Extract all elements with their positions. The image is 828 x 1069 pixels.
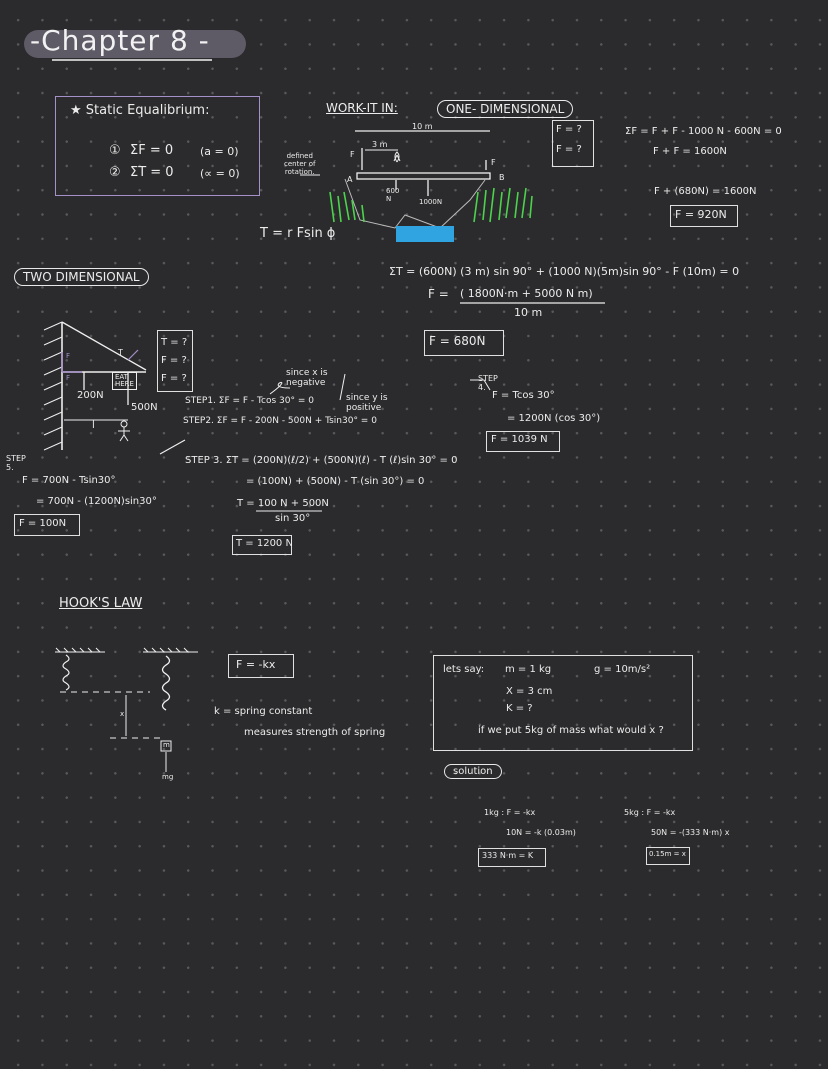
- tension-t: T: [118, 348, 123, 357]
- step-1: STEP1. ΣF = F - Tcos 30° = 0: [185, 396, 314, 406]
- t-answer: T = 1200 N: [236, 538, 293, 549]
- spring-diagram: [55, 647, 198, 772]
- solution-label: solution: [444, 764, 502, 779]
- force-sum-eq: ΣF = F + F - 1000 N - 600N = 0: [625, 126, 782, 137]
- condition-2: ΣT = 0: [130, 165, 174, 180]
- force-fb: F: [491, 158, 496, 167]
- fb-fraction-line: [460, 302, 605, 304]
- step-3-fraction-line: [256, 510, 322, 512]
- step-3-denominator: sin 30°: [275, 513, 311, 524]
- point-a: A: [347, 175, 353, 184]
- fb-answer: F = 680N: [429, 334, 486, 348]
- weight-200n: 200N: [77, 390, 104, 401]
- title-underline: [52, 59, 212, 61]
- fv-answer: F = 100N: [19, 518, 67, 529]
- fv-answer-box: [14, 514, 80, 536]
- condition-1-note: (a = 0): [200, 145, 239, 158]
- force-sum-total: F + F = 1600N: [653, 146, 727, 157]
- bridge-diagram: [300, 130, 533, 242]
- problem-question: if we put 5kg of mass what would x ?: [478, 725, 664, 736]
- torque-equation: ΣT = (600N) (3 m) sin 90° + (1000 N)(5m)…: [389, 265, 740, 278]
- point-b: B: [499, 173, 505, 182]
- k-answer-box: [478, 848, 546, 867]
- weight-500n: 500N: [131, 402, 158, 413]
- spring-x-label: x: [120, 710, 125, 718]
- k-answer: 333 N·m = K: [482, 851, 534, 860]
- weight-600n: 600 N: [386, 187, 400, 203]
- step-2: STEP2. ΣF = F - 200N - 500N + Tsin30° = …: [183, 416, 377, 426]
- one-dimensional-label: ONE- DIMENSIONAL: [437, 100, 574, 118]
- fb-denominator: 10 m: [514, 306, 543, 319]
- x-answer: 0.15m = x: [649, 850, 686, 858]
- k-meaning: measures strength of spring: [244, 727, 386, 738]
- length-3m: 3 m: [372, 140, 388, 149]
- t-answer-box: [232, 535, 292, 555]
- mass-label: m: [163, 741, 170, 749]
- force-fv: F: [66, 352, 71, 360]
- problem-lets-say: lets say:: [443, 664, 485, 675]
- condition-2-note: (∝ = 0): [200, 167, 240, 180]
- length-10m: 10 m: [412, 122, 433, 131]
- fa-answer-box: [670, 205, 738, 227]
- problem-mass: m = 1 kg: [505, 664, 552, 675]
- sol-5kg-eq: 5kg : F = -kx: [624, 808, 676, 817]
- sol-1kg-sub: 10N = -k (0.03m): [506, 828, 576, 837]
- problem-gravity: g = 10m/s²: [594, 664, 651, 675]
- weight-1000n: 1000N: [419, 198, 443, 206]
- title-highlight: [24, 30, 246, 58]
- fa-answer: F = 920N: [675, 208, 727, 221]
- length-l: l: [92, 420, 95, 431]
- step-4-label: STEP 4.: [478, 374, 498, 392]
- two-d-unknowns: T = ? F = ? F = ?: [161, 337, 188, 384]
- fh-answer: F = 1039 N: [491, 434, 548, 445]
- static-heading: ★ Static Equalibrium:: [70, 103, 210, 118]
- unknown-fb: F = ?: [556, 144, 582, 155]
- two-d-unknowns-box: [157, 330, 193, 392]
- problem-box: [433, 655, 693, 751]
- step-3-solve: T = 100 N + 500N: [237, 498, 329, 509]
- step-5-label: STEP 5.: [6, 454, 26, 472]
- sol-5kg-sub: 50N = -(333 N·m) x: [651, 828, 730, 837]
- fb-numerator: ( 1800N·m + 5000 N m): [460, 287, 593, 300]
- two-dimensional-label: TWO DIMENSIONAL: [14, 268, 149, 286]
- force-fa: F: [350, 150, 355, 159]
- fb-answer-box: [424, 330, 504, 356]
- step-3-simplified: = (100N) + (500N) - T (sin 30°) = 0: [246, 476, 425, 487]
- force-fh: F: [66, 374, 71, 382]
- hooke-formula: F = -kx: [236, 658, 276, 671]
- note-y-positive: since y is positive: [346, 393, 388, 413]
- hooks-law-heading: HOOK'S LAW: [59, 596, 143, 611]
- sol-1kg-eq: 1kg : F = -kx: [484, 808, 536, 817]
- note-x-negative: since x is negative: [286, 368, 328, 388]
- step-3: STEP 3. ΣT = (200N)(ℓ/2) + (500N)(ℓ) - T…: [185, 455, 458, 466]
- condition-1-number: ①: [109, 143, 121, 158]
- step-5-eq: F = 700N - Tsin30°: [22, 475, 116, 486]
- work-it-in-heading: WORK-IT IN:: [326, 101, 398, 115]
- fh-answer-box: [486, 431, 560, 452]
- problem-x: X = 3 cm: [506, 686, 553, 697]
- static-equilibrium-box: [55, 96, 260, 196]
- fb-label: F =: [428, 287, 449, 301]
- k-definition: k = spring constant: [214, 706, 313, 717]
- torque-formula: T = r Fsin ϕ: [260, 226, 336, 241]
- unknowns-box: [552, 120, 594, 167]
- problem-k: K = ?: [506, 703, 533, 714]
- eat-here-sign: EAT HERE: [112, 372, 137, 390]
- fa-substitution: F + (680N) = 1600N: [654, 186, 757, 197]
- unknown-fa: F = ?: [556, 124, 582, 135]
- step-5-sub: = 700N - (1200N)sin30°: [36, 496, 157, 507]
- step-4-sub: = 1200N (cos 30°): [507, 413, 601, 424]
- condition-1: ΣF = 0: [130, 143, 174, 158]
- x-answer-box: [646, 847, 690, 865]
- condition-2-number: ②: [109, 165, 121, 180]
- hooke-formula-box: [228, 654, 294, 678]
- step-4-eq: F = Tcos 30°: [492, 390, 555, 401]
- page-title: -Chapter 8 -: [30, 24, 210, 57]
- rotation-note: defined center of rotation.: [284, 152, 316, 176]
- mg-label: mg: [162, 773, 174, 781]
